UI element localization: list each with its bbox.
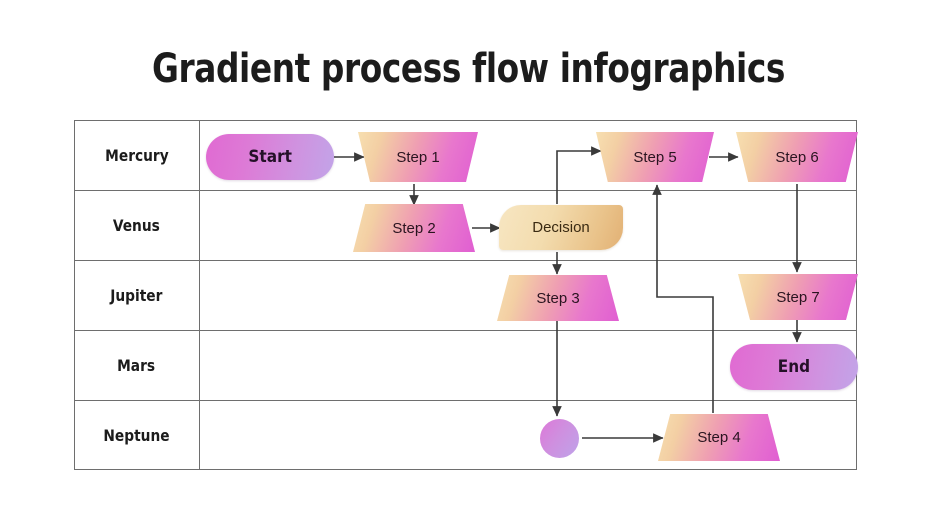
node-step7[interactable]: Step 7: [738, 274, 858, 320]
swimlane-label-mars: Mars: [74, 330, 199, 400]
node-step6[interactable]: Step 6: [736, 132, 858, 182]
swimlane-label-mercury: Mercury: [74, 120, 199, 190]
node-label: Step 3: [536, 289, 580, 307]
grid-line-horizontal: [74, 120, 857, 121]
swimlane-label-venus: Venus: [74, 190, 199, 260]
node-step4[interactable]: Step 4: [658, 414, 780, 461]
node-start[interactable]: Start: [206, 134, 334, 180]
node-end[interactable]: End: [730, 344, 858, 390]
shape-face: [658, 414, 780, 461]
node-label: Step 4: [697, 429, 741, 446]
grid-line-horizontal: [74, 260, 857, 261]
swimlane-label-text: Venus: [112, 215, 161, 235]
shape-face: [358, 132, 478, 182]
node-label: Start: [248, 147, 292, 167]
swimlane-label-text: Mercury: [104, 145, 169, 165]
swimlane-grid: Mercury Venus Jupiter Mars Neptune: [74, 120, 857, 470]
shape-face: [736, 132, 858, 182]
grid-line-horizontal: [74, 469, 857, 470]
grid-line-horizontal: [74, 400, 857, 401]
grid-line-vertical: [199, 120, 200, 470]
node-step2[interactable]: Step 2: [353, 204, 475, 252]
node-step1[interactable]: Step 1: [358, 132, 478, 182]
node-label: End: [777, 357, 811, 377]
node-label: Step 1: [396, 148, 440, 166]
node-decision[interactable]: Decision: [499, 205, 623, 250]
node-label: Step 2: [392, 219, 436, 237]
swimlane-label-text: Mars: [117, 355, 156, 375]
grid-line-vertical: [856, 120, 857, 470]
grid-line-vertical: [74, 120, 75, 470]
node-step3[interactable]: Step 3: [497, 275, 619, 321]
shape-face: [738, 274, 858, 320]
node-label: Step 7: [776, 288, 820, 306]
swimlane-label-neptune: Neptune: [74, 400, 199, 470]
grid-line-horizontal: [74, 330, 857, 331]
shape-face: [596, 132, 714, 182]
swimlane-label-text: Jupiter: [110, 285, 163, 305]
swimlane-label-text: Neptune: [103, 425, 170, 445]
node-label: Decision: [532, 219, 590, 236]
grid-line-horizontal: [74, 190, 857, 191]
page-title: Gradient process flow infographics: [151, 46, 786, 92]
node-junction-circle[interactable]: [540, 419, 579, 458]
node-step5[interactable]: Step 5: [596, 132, 714, 182]
node-label: Step 6: [775, 148, 819, 166]
shape-face: [353, 204, 475, 252]
swimlane-label-jupiter: Jupiter: [74, 260, 199, 330]
node-label: Step 5: [633, 148, 677, 166]
shape-face: [497, 275, 619, 321]
